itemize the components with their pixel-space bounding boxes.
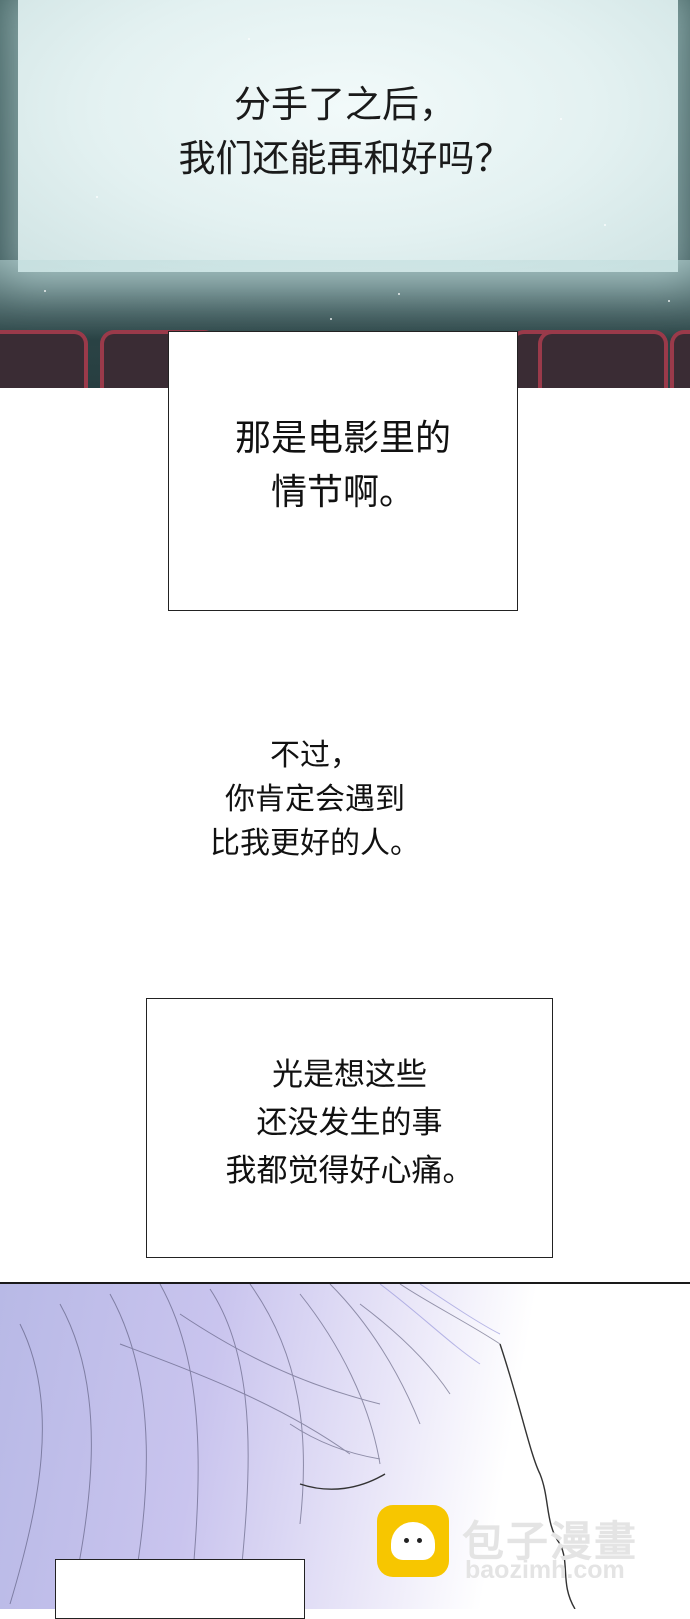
narration-text: 不过， 你肯定会遇到 比我更好的人。 [210,738,420,861]
sparkle [398,293,400,295]
sparkle [44,290,46,292]
screen-glow [0,260,690,340]
watermark-brand: 包子漫畫 [462,1517,639,1566]
face-closeup-panel [0,1284,690,1609]
screen-dialogue: 分手了之后， 我们还能再和好吗？ [178,83,512,180]
watermark-url: baozimh.com [465,1556,625,1584]
theater-seat [0,330,88,388]
face-profile-line [499,1343,576,1609]
caption-box: 那是电影里的 情节啊。 [168,331,518,611]
panel-divider [0,1282,690,1284]
sparkle [248,38,250,40]
theater-seat [670,330,690,388]
sparkle [560,118,562,120]
sparkle [604,224,606,226]
sparkle [96,196,98,198]
theater-seat [538,330,668,388]
caption-text: 那是电影里的 情节啊。 [234,418,451,513]
baozi-logo-icon [377,1505,449,1577]
cinema-panel: 分手了之后， 我们还能再和好吗？ [0,0,690,388]
caption-text: 光是想这些 还没发生的事 我都觉得好心痛。 [225,1057,474,1189]
closed-eye-line [299,1473,386,1490]
caption-box-partial [55,1559,305,1619]
sparkle [330,318,332,320]
caption-box: 光是想这些 还没发生的事 我都觉得好心痛。 [146,998,553,1258]
sparkle [668,300,670,302]
cinema-screen [18,0,678,272]
